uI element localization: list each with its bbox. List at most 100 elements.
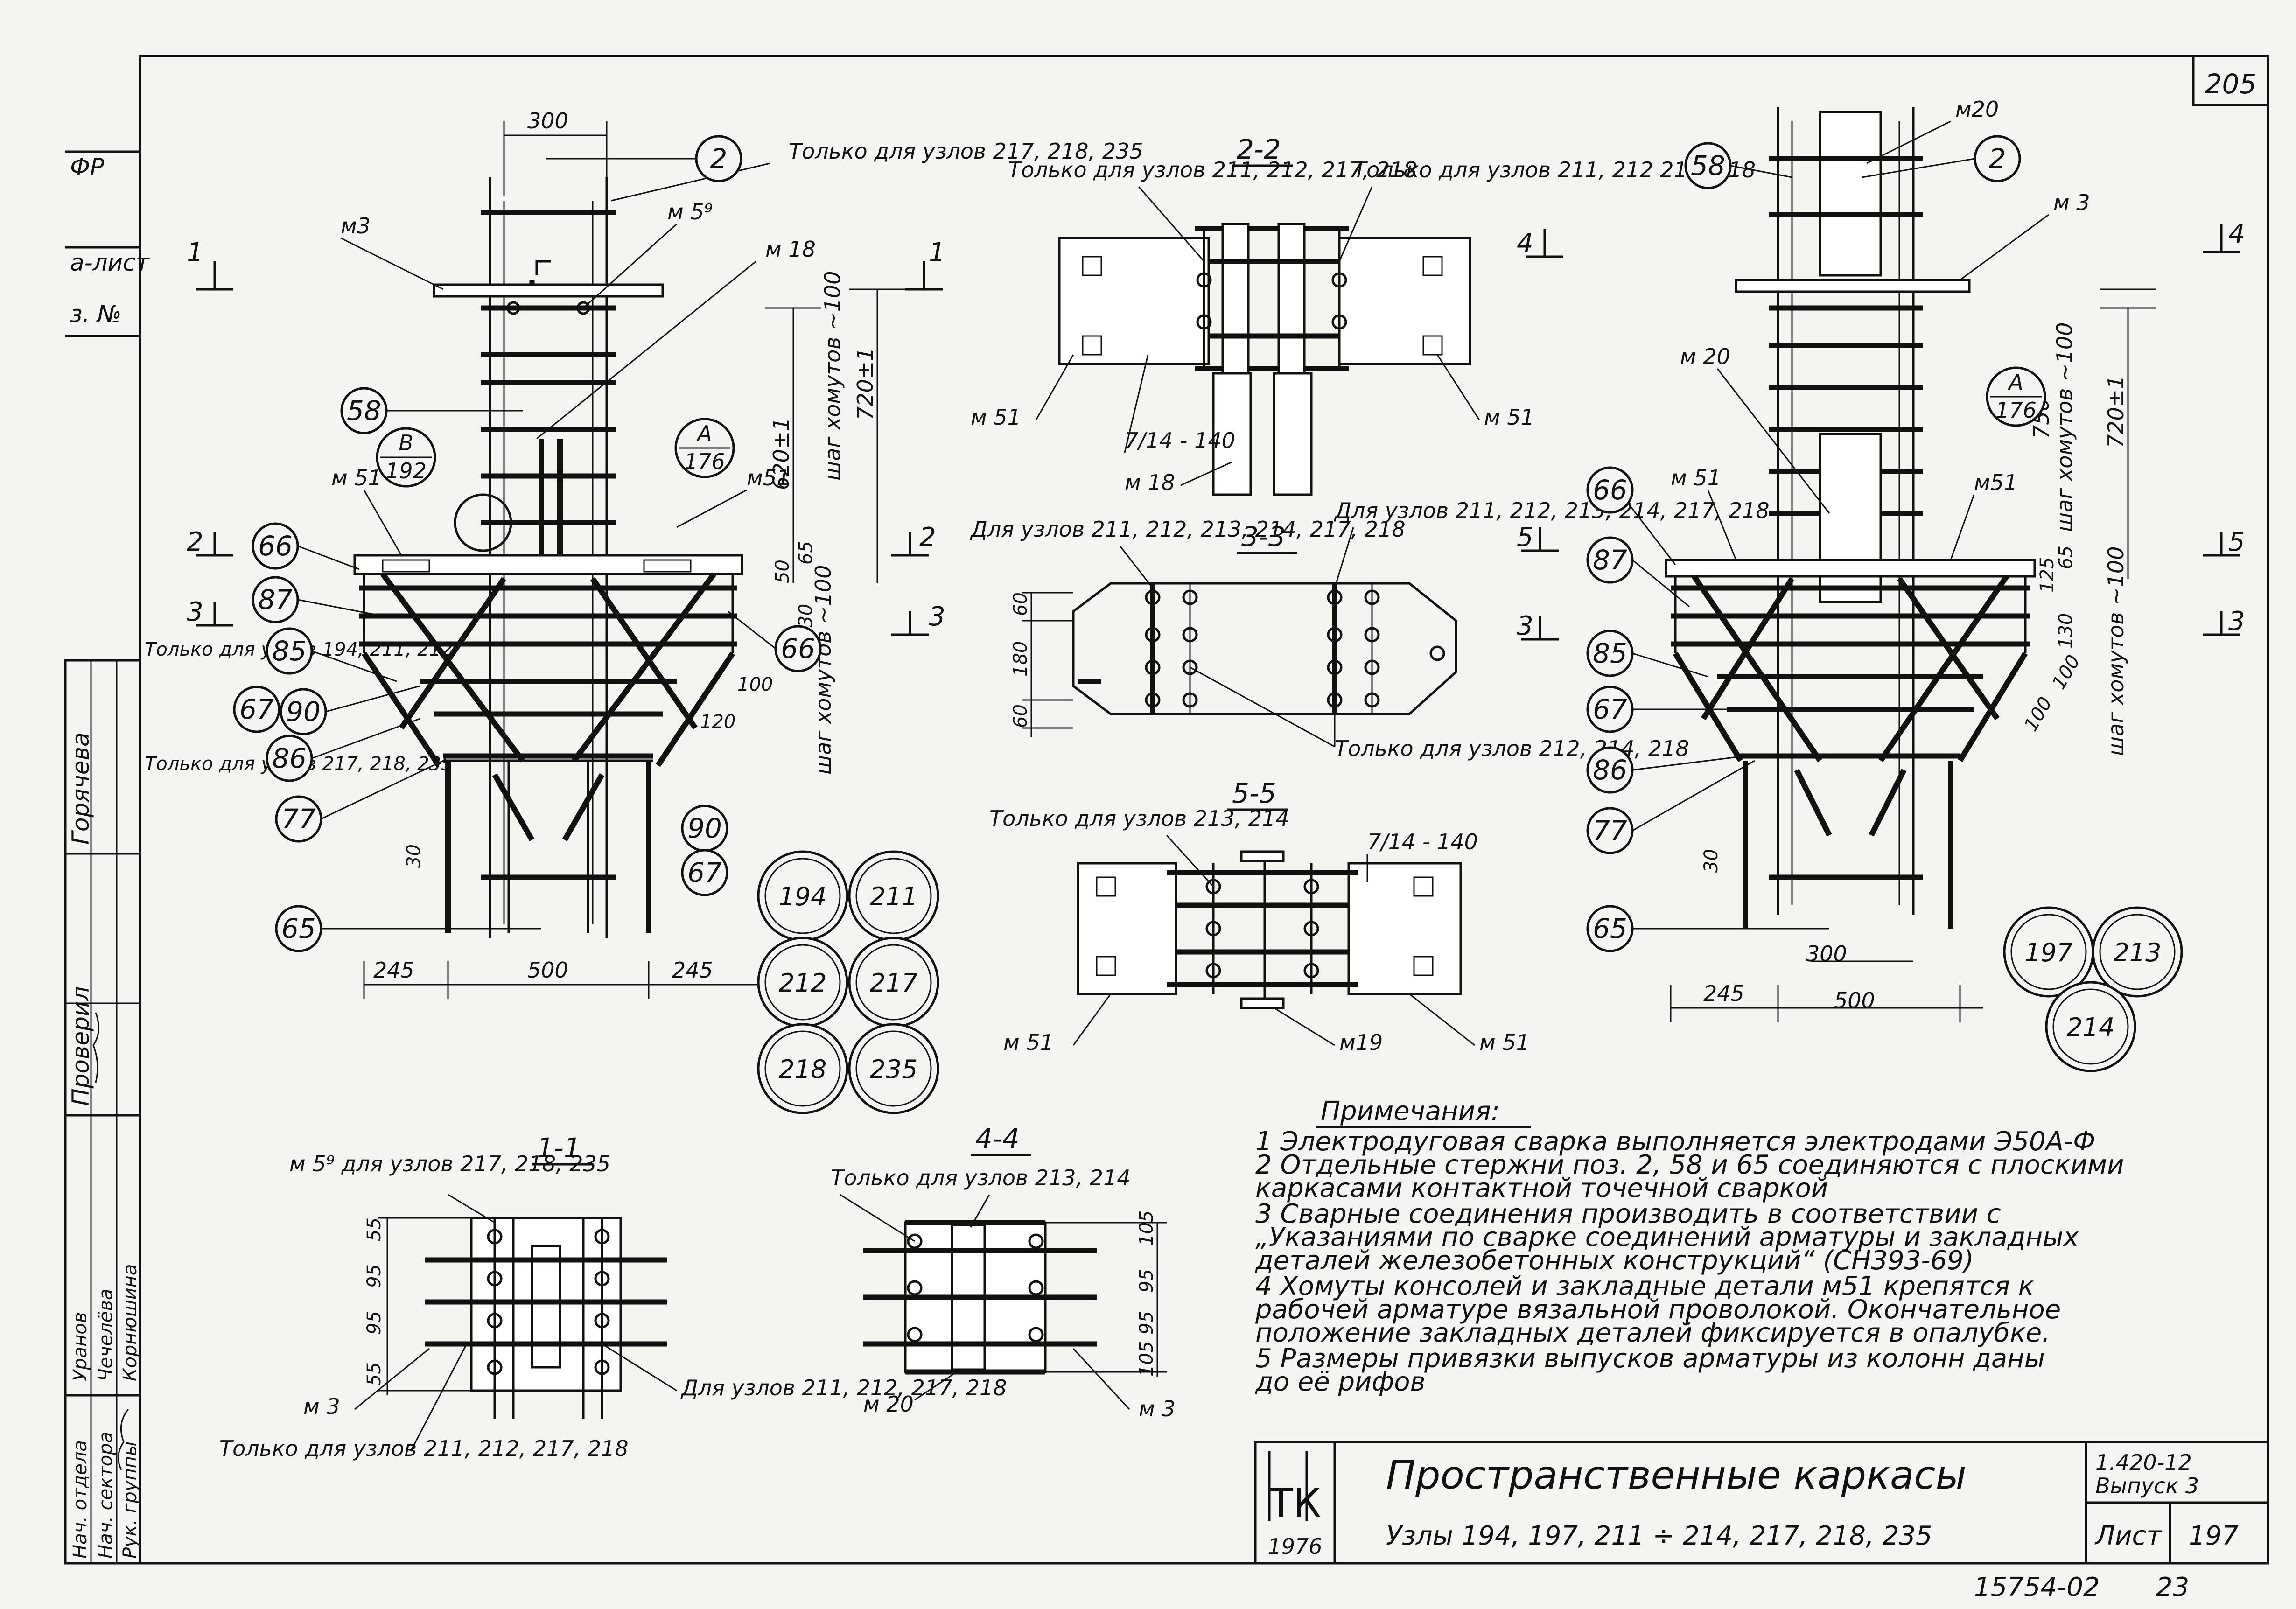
note-line-9: положение закладных деталей фиксируется … — [1255, 1318, 2050, 1348]
title-stamp: ТК 1976 Пространственные каркасы Узлы 19… — [1254, 1441, 2269, 1602]
svg-text:66: 66 — [1593, 474, 1627, 506]
rcallout-87: 87 — [1586, 536, 1690, 608]
node-circles-left: 194 211 212 217 218 235 — [757, 850, 939, 1114]
role-1: Нач. отдела — [70, 1440, 91, 1559]
node-circles-right: 197 213 214 — [2003, 906, 2183, 1072]
svg-text:192: 192 — [385, 458, 427, 483]
callout-77: 77 — [275, 760, 444, 843]
svg-text:176: 176 — [684, 449, 725, 474]
note-line-1: 1 Электродуговая сварка выполняется элек… — [1255, 1126, 2095, 1157]
callout-66-left: 66 — [252, 522, 360, 570]
sec33-dim-60-bottom: 60 — [1010, 704, 1031, 728]
svg-text:77: 77 — [1593, 815, 1627, 846]
svg-text:218: 218 — [778, 1055, 826, 1084]
section-4-4: 4-4 105 95 95 105 Только для узлов 213, … — [831, 1123, 1176, 1421]
sec44-dim-95b: 95 — [1136, 1311, 1157, 1335]
svg-text:90: 90 — [286, 696, 321, 728]
right-elevation: 300 245 500 750 720±1 шаг хомутов ~100 1… — [1586, 97, 2245, 1022]
svg-text:211: 211 — [869, 882, 917, 911]
svg-text:65: 65 — [281, 913, 316, 944]
sec55-m19: м19 — [1339, 1030, 1383, 1055]
section-1-1: 1-1 55 95 95 55 м 5⁹ для узлов 217, 218,… — [219, 1132, 1007, 1461]
rdim-720: 720±1 — [2103, 375, 2128, 448]
dim-245-left: 245 — [373, 958, 414, 983]
sec-mark-3-left: 3 — [187, 597, 203, 627]
signature-name-1: Уранов — [70, 1312, 91, 1381]
dim-50: 50 — [772, 560, 793, 583]
sec-mark-4-right: 4 — [2228, 219, 2245, 249]
sec44-title: 4-4 — [975, 1123, 1020, 1154]
side-title-block: ФР а-лист з. № Нач. отдела Нач. сектора … — [64, 150, 150, 1565]
sec44-dim-105-bottom: 105 — [1136, 1341, 1157, 1377]
section-3-3: 3-3 60 180 60 Для узлов 211, 212, 213, 2… — [970, 228, 1770, 761]
rdim-100a: 100 — [2020, 693, 2057, 735]
svg-text:197: 197 — [2024, 938, 2072, 967]
sec22-m18: м 18 — [1125, 470, 1175, 495]
callout-2: 2 — [546, 135, 742, 182]
svg-text:87: 87 — [1593, 544, 1627, 576]
node-197: 197 — [2003, 906, 2094, 998]
svg-text:86: 86 — [1593, 754, 1627, 786]
callout-67-left: 67 — [233, 686, 280, 733]
note-line-7: 4 Хомуты консолей и закладные детали м51… — [1255, 1271, 2034, 1301]
callout-58: 58 — [340, 387, 523, 434]
callout-90-left: 90 — [280, 685, 420, 735]
callout-67-right: 67 — [681, 849, 728, 896]
sec44-m20: м 20 — [863, 1392, 914, 1417]
sec11-note-bottom: Только для узлов 211, 212, 217, 218 — [219, 1436, 629, 1461]
sec-mark-3-far-right: 3 — [2228, 606, 2245, 637]
sec-mark-5-mid: 5 — [1517, 522, 1533, 553]
label-m18: м 18 — [765, 237, 816, 262]
svg-text:2: 2 — [710, 143, 728, 175]
sec55-m51-left: м 51 — [1003, 1030, 1054, 1055]
sec55-note: Только для узлов 213, 214 — [989, 806, 1289, 831]
rlabel-m20-mid: м 20 — [1680, 344, 1730, 369]
signature-scribble — [92, 1012, 99, 1083]
sec11-dim-95b: 95 — [364, 1311, 385, 1335]
dim-30: 30 — [403, 844, 425, 868]
rcallout-67: 67 — [1586, 686, 1727, 733]
sec55-weld: 7/14 - 140 — [1367, 829, 1478, 854]
side-top-2: а-лист — [70, 249, 150, 276]
callout-66-right: 66 — [728, 610, 822, 672]
dim-720: 720±1 — [853, 347, 878, 420]
svg-text:194: 194 — [778, 882, 826, 911]
stamp-sheet-label: Лист — [2094, 1521, 2162, 1551]
stamp-series: 1.420-12 — [2095, 1450, 2192, 1475]
note-line-3: каркасами контактной точечной сваркой — [1255, 1173, 1828, 1203]
sec55-m51-right: м 51 — [1479, 1030, 1530, 1055]
sec11-note-right: Для узлов 211, 212, 217, 218 — [680, 1375, 1007, 1400]
stamp-year: 1976 — [1267, 1534, 1322, 1559]
note-line-2: 2 Отдельные стержни поз. 2, 58 и 65 соед… — [1255, 1150, 2124, 1180]
rcallout-77: 77 — [1586, 760, 1755, 854]
rdim-30: 30 — [1701, 849, 1722, 873]
rdim-245: 245 — [1703, 981, 1744, 1006]
rcallout-65: 65 — [1586, 905, 1829, 952]
rdim-500: 500 — [1834, 988, 1875, 1013]
sec11-dim-55-top: 55 — [364, 1217, 385, 1241]
sec33-note-bottom: Только для узлов 212, 214, 218 — [1335, 736, 1689, 761]
step-bottom: шаг хомутов ~100 — [811, 565, 836, 775]
stamp-sheet-number: 197 — [2189, 1521, 2239, 1551]
stamp-title: Пространственные каркасы — [1386, 1452, 1967, 1498]
sec11-m3: м 3 — [303, 1394, 340, 1419]
label-m51-left: м 51 — [331, 465, 382, 490]
sec-mark-2-left: 2 — [187, 527, 203, 557]
sec-mark-3-mid: 3 — [1517, 611, 1533, 641]
stamp-issue: Выпуск 3 — [2095, 1473, 2199, 1498]
rdim-300: 300 — [1806, 941, 1847, 966]
sec44-dim-105-top: 105 — [1136, 1210, 1157, 1246]
sec44-m3: м 3 — [1139, 1396, 1176, 1421]
sec33-note-right: Для узлов 211, 212, 213, 214, 217, 218 — [1334, 498, 1770, 523]
sec-mark-2-right: 2 — [919, 522, 936, 553]
svg-text:213: 213 — [2113, 938, 2161, 967]
rcallout-85: 85 — [1586, 630, 1708, 678]
sec22-weld: 7/14 - 140 — [1125, 428, 1235, 453]
node-211: 211 — [848, 850, 939, 942]
svg-text:58: 58 — [1691, 150, 1725, 182]
notes-title: Примечания: — [1321, 1096, 1500, 1126]
callout-65: 65 — [275, 905, 541, 952]
rdim-130: 130 — [2055, 613, 2077, 649]
